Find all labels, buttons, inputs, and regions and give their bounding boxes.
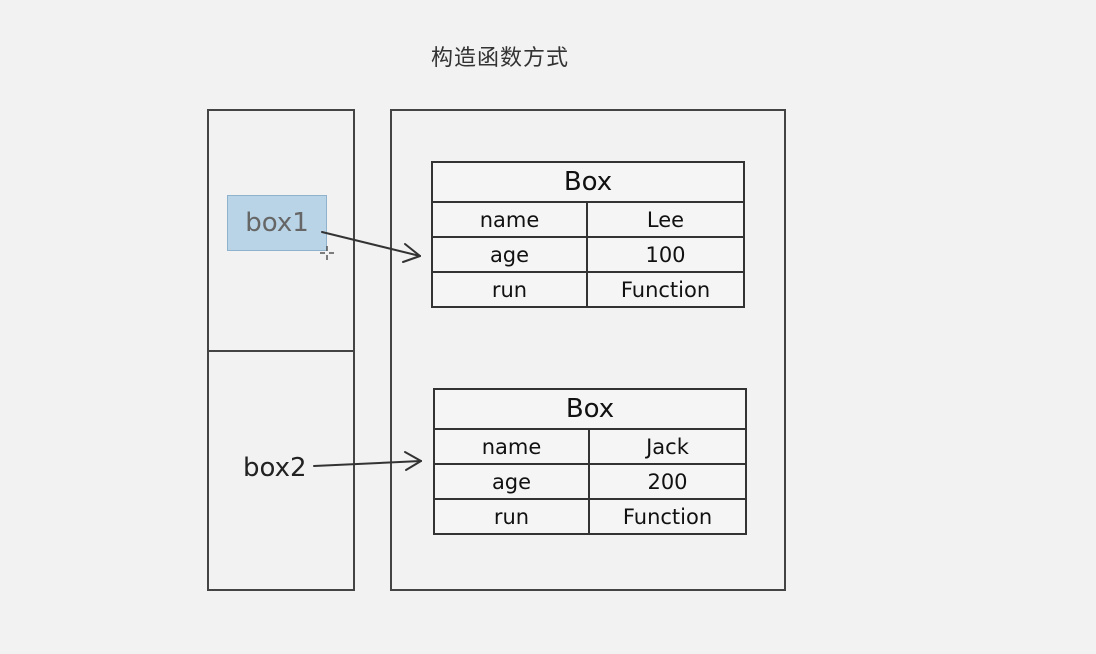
property-key: age bbox=[433, 238, 588, 271]
property-key: run bbox=[435, 500, 590, 533]
heap-memory-area: Box name Lee age 100 run Function Box na… bbox=[390, 109, 786, 591]
stack-memory-area: box1 box2 bbox=[207, 109, 355, 591]
object-box-lee: Box name Lee age 100 run Function bbox=[431, 161, 745, 308]
property-key: name bbox=[435, 430, 590, 463]
property-value: 200 bbox=[647, 469, 688, 494]
property-key: age bbox=[435, 465, 590, 498]
property-row-run: run Function bbox=[433, 273, 743, 306]
property-value: Function bbox=[620, 277, 711, 302]
object-type-header: Box bbox=[433, 163, 743, 203]
property-value: Jack bbox=[646, 434, 689, 459]
property-key: run bbox=[433, 273, 588, 306]
property-value: Lee bbox=[646, 207, 685, 232]
property-row-name: name Lee bbox=[433, 203, 743, 238]
variable-box2: box2 bbox=[243, 453, 307, 483]
property-key: name bbox=[433, 203, 588, 236]
property-value: 100 bbox=[645, 242, 686, 267]
object-box-jack: Box name Jack age 200 run Function bbox=[433, 388, 747, 535]
object-type-header: Box bbox=[435, 390, 745, 430]
diagram-title: 构造函数方式 bbox=[430, 46, 569, 71]
property-value: Function bbox=[622, 504, 713, 529]
stack-divider bbox=[209, 350, 353, 352]
property-row-age: age 100 bbox=[433, 238, 743, 273]
property-row-name: name Jack bbox=[435, 430, 745, 465]
property-row-age: age 200 bbox=[435, 465, 745, 500]
property-row-run: run Function bbox=[435, 500, 745, 533]
variable-box1-highlighted[interactable]: box1 bbox=[227, 195, 327, 251]
crosshair-cursor-icon bbox=[320, 246, 334, 260]
